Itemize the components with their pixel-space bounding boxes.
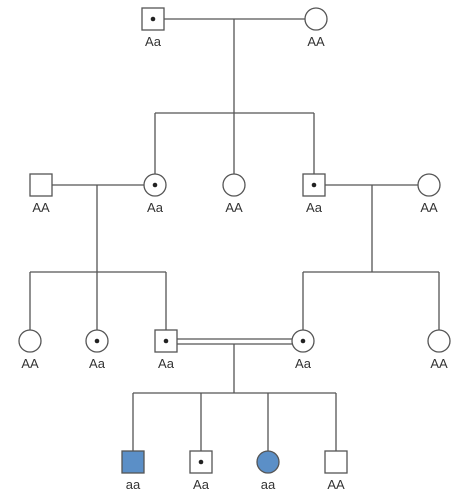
individual-female: AA: [18, 329, 42, 371]
individual-male: aa: [121, 450, 145, 492]
individual-female: Aa: [291, 329, 315, 371]
genotype-label: Aa: [89, 356, 106, 371]
individual-male: Aa: [189, 450, 213, 492]
individual-male: Aa: [141, 7, 165, 49]
genotype-label: AA: [225, 200, 243, 215]
individual-female: AA: [304, 7, 328, 49]
genotype-label: Aa: [147, 200, 164, 215]
genotype-label: AA: [307, 34, 325, 49]
carrier-dot: [94, 338, 100, 344]
individual-female: Aa: [85, 329, 109, 371]
genotype-label: aa: [261, 477, 276, 492]
genotype-label: aa: [126, 477, 141, 492]
female-circle: [222, 173, 246, 197]
carrier-dot: [198, 459, 204, 465]
genotype-label: AA: [420, 200, 438, 215]
pedigree-lines: [29, 18, 440, 451]
male-square: [29, 173, 53, 197]
female-circle: [256, 450, 280, 474]
female-circle: [417, 173, 441, 197]
carrier-dot: [150, 16, 156, 22]
pedigree-individuals: Aa AA AA Aa AA Aa AA AA Aa Aa Aa AA aa A…: [18, 7, 451, 492]
genotype-label: AA: [32, 200, 50, 215]
individual-female: aa: [256, 450, 280, 492]
individual-female: Aa: [143, 173, 167, 215]
genotype-label: AA: [430, 356, 448, 371]
genotype-label: Aa: [145, 34, 162, 49]
carrier-dot: [311, 182, 317, 188]
individual-male: Aa: [302, 173, 326, 215]
genotype-label: Aa: [306, 200, 323, 215]
genotype-label: Aa: [193, 477, 210, 492]
individual-male: AA: [324, 450, 348, 492]
genotype-label: Aa: [158, 356, 175, 371]
individual-male: AA: [29, 173, 53, 215]
carrier-dot: [163, 338, 169, 344]
female-circle: [427, 329, 451, 353]
individual-female: AA: [222, 173, 246, 215]
carrier-dot: [152, 182, 158, 188]
individual-female: AA: [427, 329, 451, 371]
individual-male: Aa: [154, 329, 178, 371]
male-square: [324, 450, 348, 474]
male-square: [121, 450, 145, 474]
genotype-label: AA: [21, 356, 39, 371]
genotype-label: AA: [327, 477, 345, 492]
female-circle: [304, 7, 328, 31]
genotype-label: Aa: [295, 356, 312, 371]
carrier-dot: [300, 338, 306, 344]
female-circle: [18, 329, 42, 353]
individual-female: AA: [417, 173, 441, 215]
